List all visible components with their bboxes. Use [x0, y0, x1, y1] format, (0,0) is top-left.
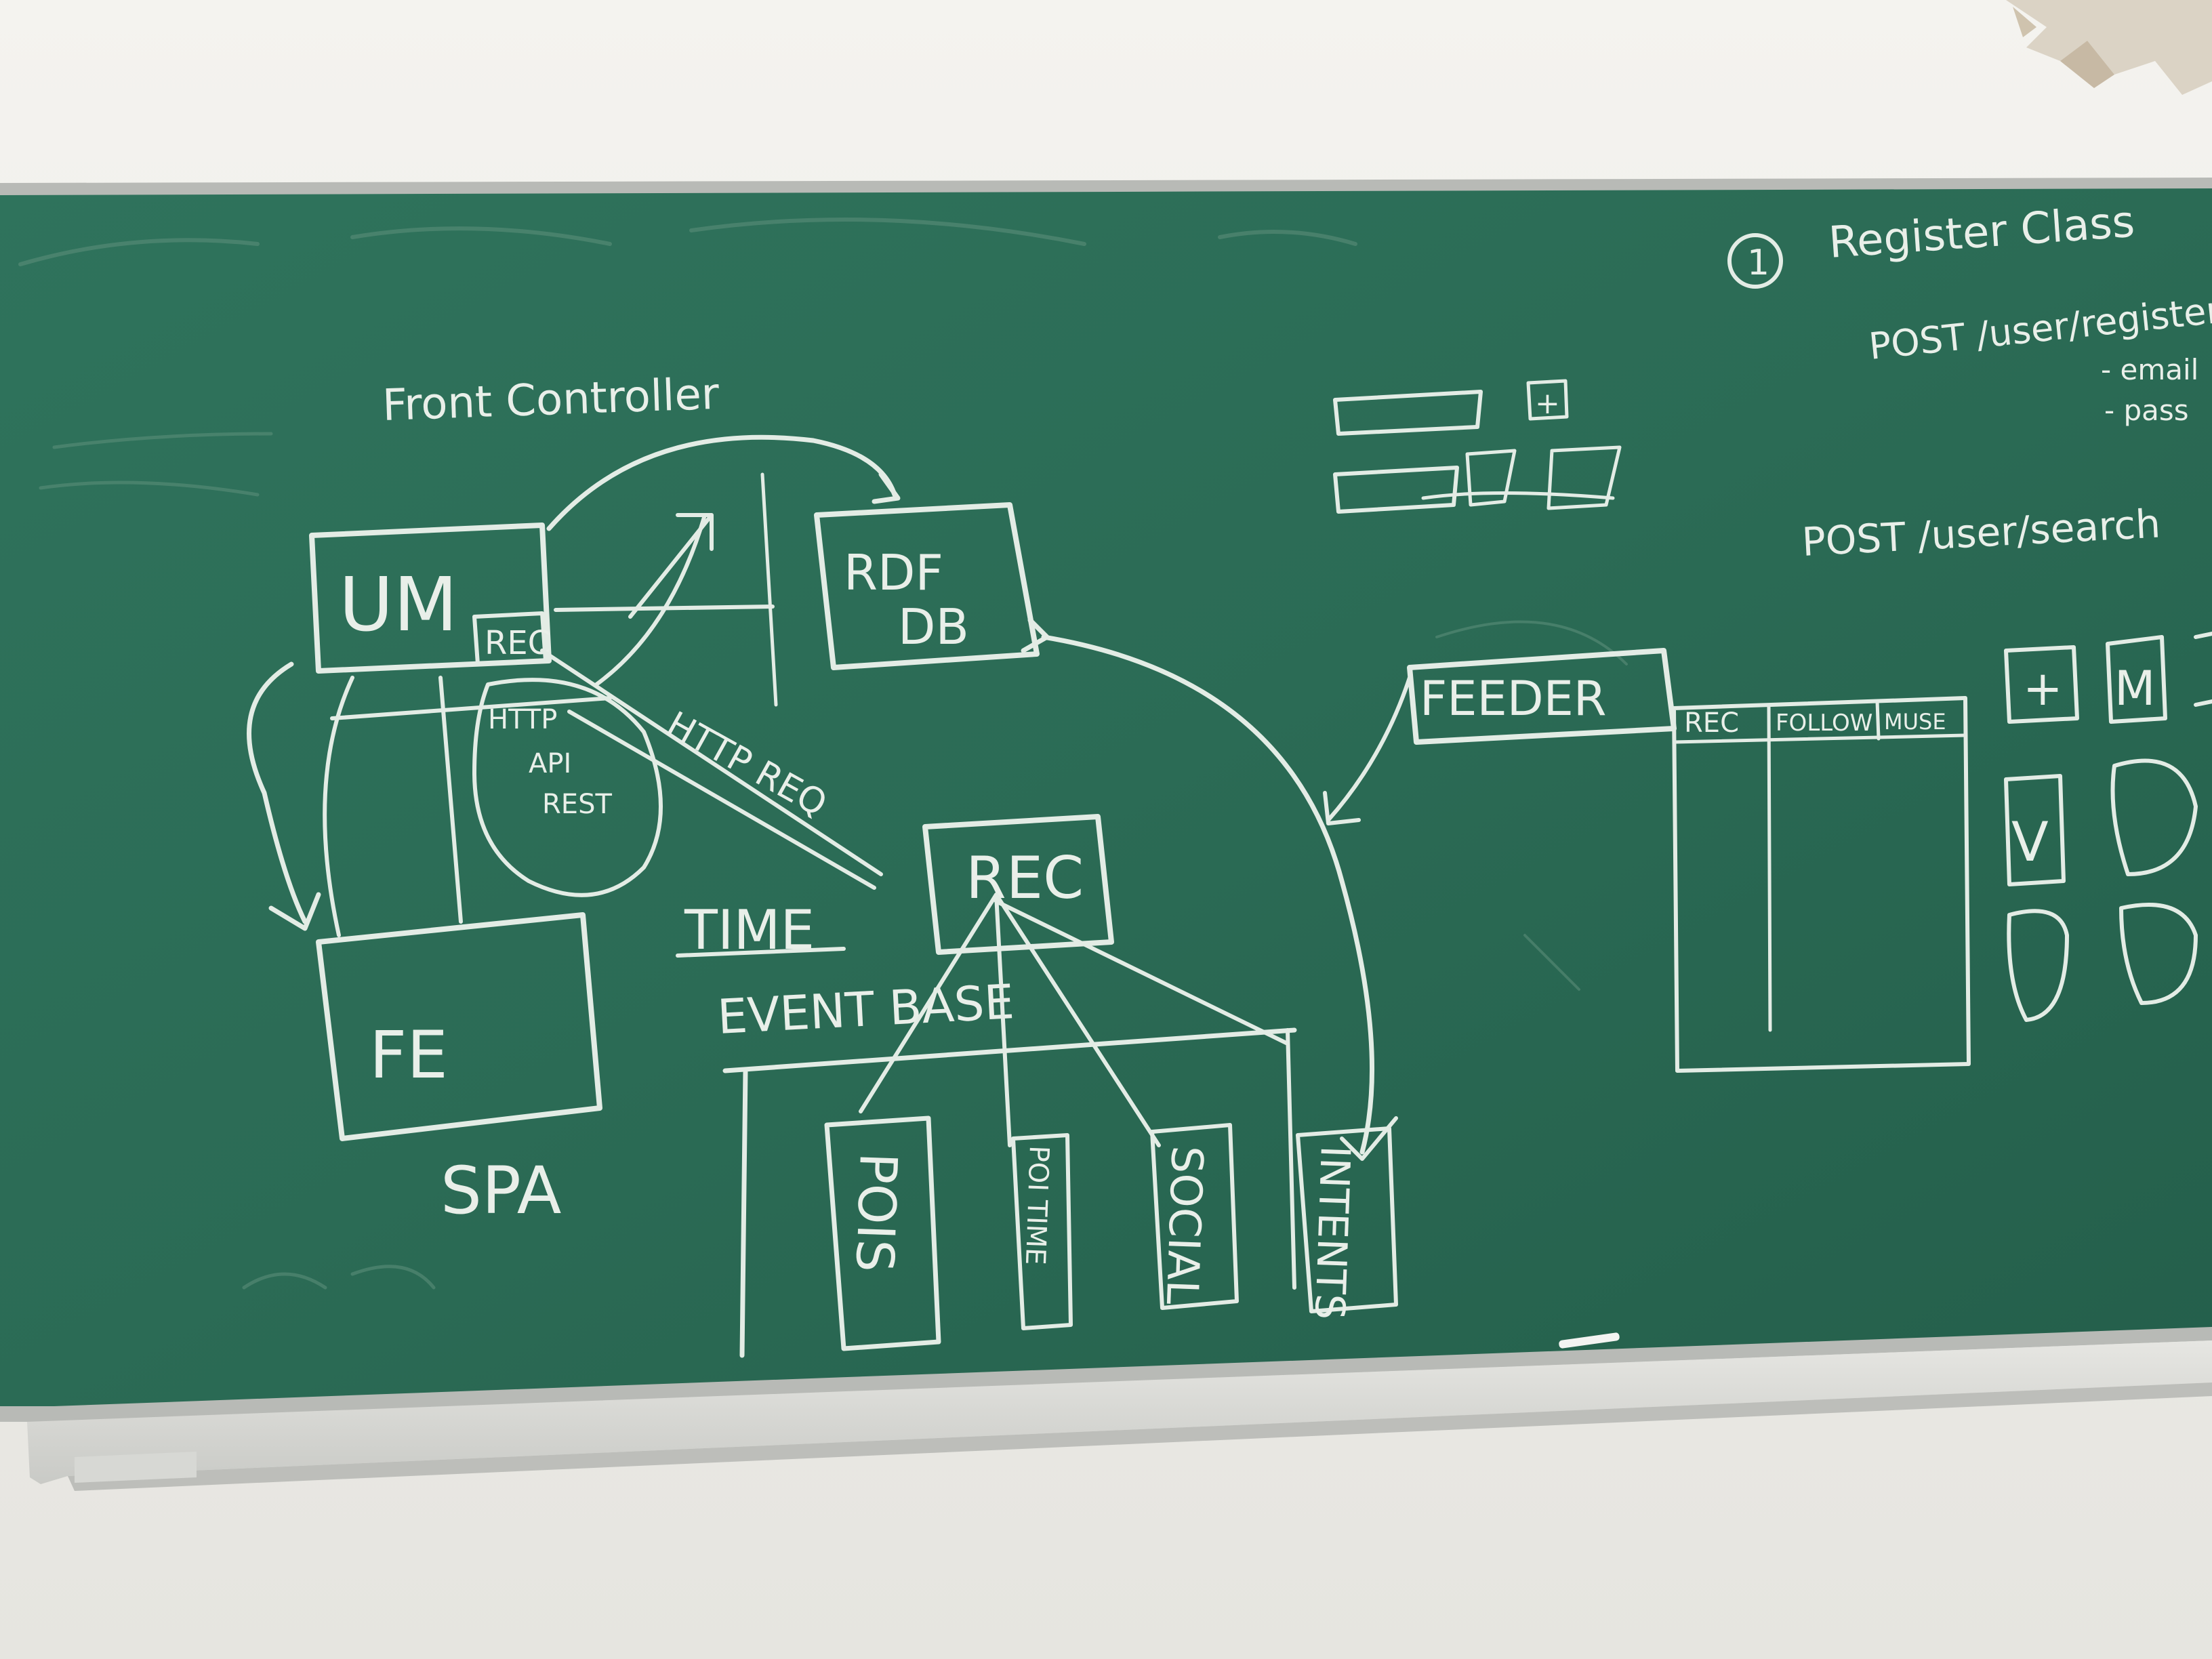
icon-plus-label: + [2023, 661, 2063, 716]
tab-muse-label: MUSE [1884, 709, 1946, 735]
poi-time-label: POI TIME [1019, 1145, 1054, 1266]
rec-small-label: REC [485, 624, 550, 662]
intents-label: INTENTS [1305, 1145, 1359, 1320]
peeling-paint [2006, 0, 2212, 95]
front-controller-group: Front Controller [382, 369, 901, 531]
rdf-label: RDF [844, 544, 943, 601]
chalk-piece [1559, 1332, 1620, 1349]
rest-label: REST [542, 789, 612, 820]
um-fe-arrows [247, 661, 354, 937]
fe-label: FE [369, 1017, 448, 1093]
wireframe-sketch: + [1333, 379, 1622, 514]
rec-main-box: REC [859, 814, 1290, 1147]
register-number: 1 [1747, 243, 1769, 283]
tab-rec-label: REC [1684, 708, 1739, 739]
um-rdf-arrows [554, 513, 775, 687]
api-label: API [529, 748, 571, 779]
social-label: SOCIAL [1156, 1145, 1212, 1305]
plus-small-label: + [1535, 386, 1560, 421]
bullet-email: - email [2101, 353, 2198, 386]
http-api-rest-blob: HTTP API REST [330, 676, 663, 924]
rdf-intents-arrow [1021, 617, 1398, 1161]
icon-buttons-sketch: + M V [2004, 632, 2212, 1022]
db-label: DB [898, 598, 969, 655]
front-controller-label: Front Controller [382, 369, 720, 431]
um-label: UM [339, 561, 457, 648]
data-columns: POIS POI TIME SOCIAL INTENTS [824, 1115, 1398, 1351]
pois-label: POIS [844, 1151, 909, 1273]
erased-chalk-marks [18, 218, 1628, 1290]
fe-box: FE SPA [316, 912, 602, 1229]
feeder-label: FEEDER [1420, 671, 1607, 726]
board-surface [0, 188, 2212, 1406]
spa-label: SPA [441, 1153, 561, 1229]
icon-m-label: M [2114, 661, 2155, 716]
chalk-tray [27, 1340, 2212, 1484]
rdf-db-box: RDF DB [760, 472, 1040, 707]
tab-follow-label: FOLLOW [1776, 710, 1872, 737]
icon-v-label: V [2011, 811, 2049, 874]
tabbed-table-sketch: REC FOLLOW MUSE [1672, 696, 1971, 1073]
http-label: HTTP [488, 704, 557, 735]
rec-main-label: REC [966, 844, 1084, 912]
bullet-pass: - pass [2104, 394, 2189, 427]
um-box: UM REC [309, 523, 552, 674]
